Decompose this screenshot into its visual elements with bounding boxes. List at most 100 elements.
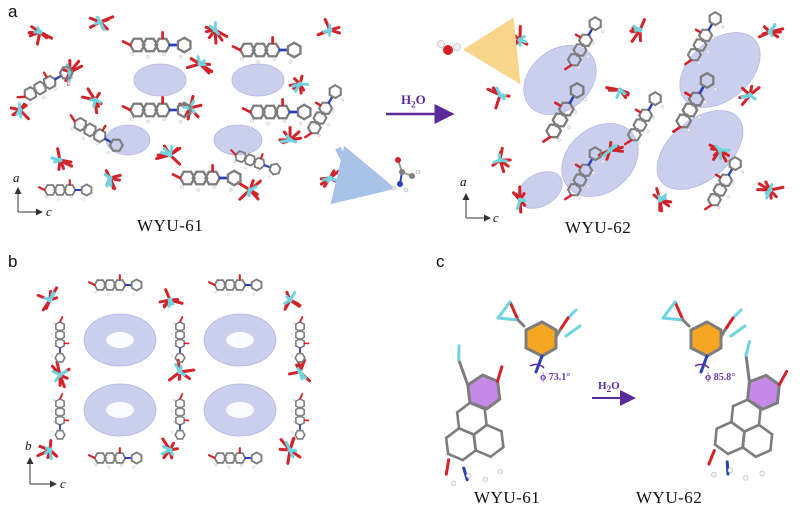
metal-atom — [107, 175, 113, 181]
bond — [692, 43, 698, 52]
bond — [746, 398, 762, 411]
hydrogen-atom — [583, 97, 588, 102]
metal-atom — [607, 147, 613, 153]
bond — [714, 20, 722, 27]
bond — [223, 279, 229, 286]
bond — [294, 429, 299, 436]
bond — [176, 47, 186, 54]
bond — [118, 144, 124, 152]
ligand — [170, 316, 190, 363]
axis-indicator-a-right — [462, 193, 491, 222]
bond — [725, 460, 730, 476]
bond — [272, 172, 280, 176]
hydrogen-atom — [239, 463, 243, 467]
bond — [93, 131, 96, 140]
hydrogen-atom — [107, 465, 111, 469]
ligand — [170, 393, 190, 440]
bond — [566, 183, 573, 191]
hydrogen-atom — [57, 197, 61, 201]
bond — [304, 132, 313, 139]
bond — [175, 414, 181, 419]
bond — [632, 118, 638, 127]
bond — [43, 84, 51, 90]
bond — [130, 451, 138, 457]
metal-atom — [287, 297, 293, 303]
metal-atom — [517, 37, 523, 43]
bond — [318, 107, 324, 115]
hydrogen-atom — [573, 110, 577, 114]
bond — [534, 354, 544, 374]
bond — [241, 107, 252, 114]
hydrogen-atom — [577, 196, 581, 200]
angle-label-wyu-62: ϕ 85.8° — [705, 372, 736, 383]
hydrogen-atom — [465, 472, 472, 479]
bond — [716, 198, 722, 207]
hydrogen-atom — [42, 96, 46, 100]
bond — [38, 90, 47, 96]
bond — [33, 80, 42, 86]
hydrogen-atom — [50, 332, 54, 336]
hydrogen-atom — [214, 290, 218, 294]
bond — [54, 74, 62, 81]
bond — [568, 107, 575, 117]
bond — [659, 94, 662, 103]
hydrogen-atom — [196, 187, 201, 192]
metal-atom — [497, 157, 503, 163]
bond — [63, 189, 68, 196]
ligand — [87, 447, 143, 469]
bond — [176, 101, 186, 108]
axis-label-b-horizontal: c — [60, 476, 66, 491]
bond — [73, 126, 82, 132]
metal-atom — [637, 27, 643, 33]
bond — [708, 11, 717, 17]
bond — [708, 20, 717, 27]
bond — [59, 316, 64, 323]
bond — [638, 114, 644, 122]
bond — [648, 100, 657, 107]
ligand — [171, 164, 242, 192]
bond — [58, 66, 65, 74]
bond — [734, 156, 742, 162]
hydrogen-atom — [290, 354, 294, 357]
ligand — [684, 11, 725, 66]
pore-surface — [231, 63, 285, 97]
bond — [223, 284, 229, 291]
bond — [113, 457, 118, 464]
bond — [181, 434, 186, 440]
bond — [731, 308, 743, 320]
hydrogen-atom — [726, 194, 730, 199]
bond — [446, 452, 465, 462]
bond — [587, 158, 594, 166]
hydrogen-atom — [706, 49, 710, 54]
hydrogen-atom — [646, 129, 650, 134]
bond — [472, 423, 489, 436]
metal-atom — [177, 369, 183, 375]
axis-label-a2-horizontal: c — [493, 210, 499, 225]
bond — [244, 162, 252, 167]
bond — [588, 155, 597, 162]
metal-atom — [517, 197, 523, 203]
bond — [223, 457, 229, 464]
bond — [582, 85, 585, 96]
bond — [121, 40, 132, 47]
bond — [777, 369, 789, 387]
hydrogen-atom — [292, 420, 296, 423]
bond — [270, 162, 278, 166]
bond — [264, 48, 271, 58]
bond — [303, 103, 312, 110]
bond — [83, 122, 92, 128]
bond — [701, 39, 710, 42]
bond — [179, 414, 185, 419]
bond — [699, 75, 703, 86]
bond — [43, 78, 46, 87]
bond — [294, 357, 299, 363]
bond — [274, 104, 281, 114]
bond — [141, 108, 148, 118]
bond — [569, 85, 573, 96]
ligand — [121, 31, 192, 59]
hydrogen-atom — [556, 138, 561, 142]
b-axis-lattice-view — [36, 274, 311, 469]
hydrogen-atom — [697, 115, 702, 120]
bond — [558, 316, 570, 332]
